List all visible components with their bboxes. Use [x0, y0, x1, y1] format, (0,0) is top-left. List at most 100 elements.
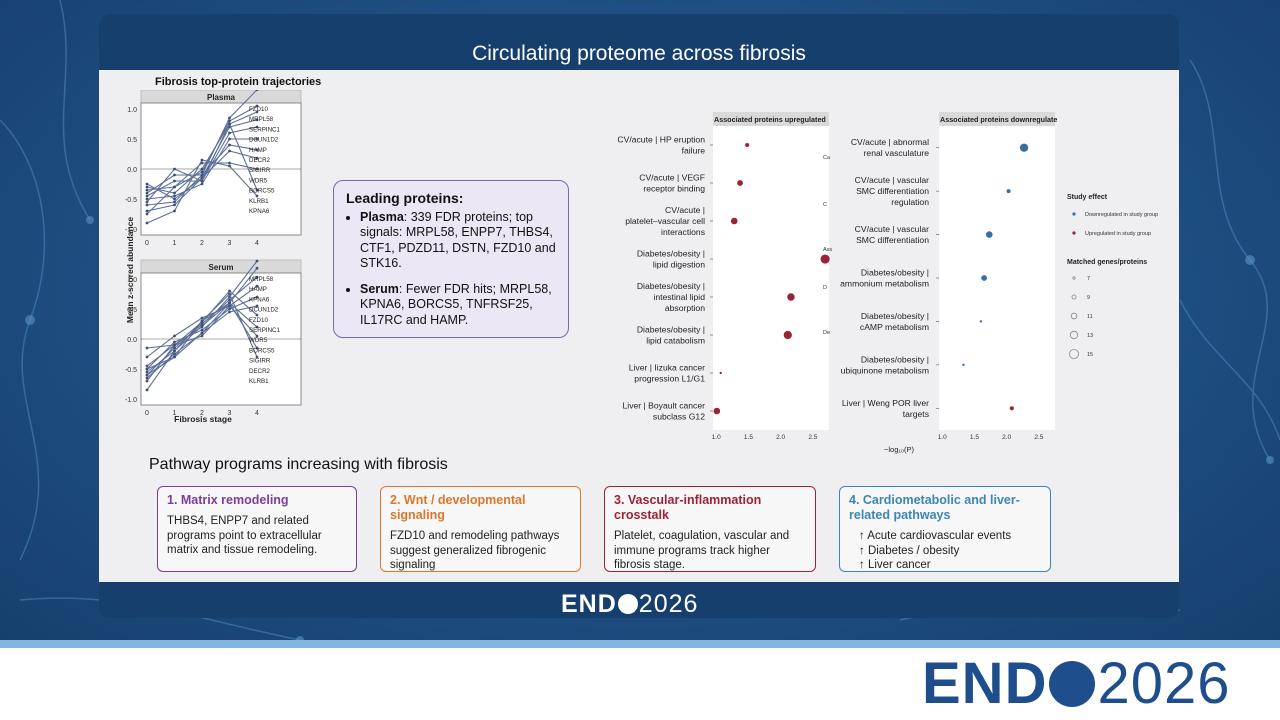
trajectory-point — [145, 221, 149, 225]
trajectory-point — [255, 110, 259, 114]
trajectory-point — [255, 325, 259, 329]
x-tick-label: 2 — [200, 240, 204, 247]
category-label: CV/acute | abnormal — [851, 137, 929, 147]
category-label: Diabetes/obesity | — [637, 281, 705, 291]
x-tick-label: 1.0 — [938, 434, 947, 441]
category-label: Liver | Boyault cancer — [623, 401, 706, 411]
pathway-card-3: 3. Vascular-inflammation crosstalk Plate… — [604, 486, 816, 572]
dot-plot-title: Associated proteins downregulate — [940, 115, 1057, 124]
facet-strip-label: Serum — [209, 263, 234, 272]
trajectory-point — [173, 349, 176, 353]
protein-label: BORCS5 — [249, 347, 275, 354]
trajectory-point — [145, 197, 149, 201]
trajectory-point — [255, 118, 259, 122]
trajectory-point — [228, 164, 231, 168]
trajectory-point — [228, 292, 231, 296]
y-tick-label: 0.5 — [127, 307, 137, 314]
trajectory-point — [145, 200, 149, 204]
data-point — [979, 320, 983, 323]
enrichment-dot-plots: Associated proteins upregulatedCV/acute … — [617, 112, 1158, 454]
protein-label: DCUN1D2 — [249, 137, 279, 144]
data-point — [713, 407, 721, 415]
trajectory-point — [255, 275, 259, 279]
trajectory-point — [173, 334, 176, 338]
trajectory-point — [145, 367, 149, 371]
data-point — [1019, 143, 1029, 152]
trajectory-point — [145, 355, 149, 359]
trajectory-point — [200, 170, 204, 174]
x-tick-label: 2.5 — [1034, 434, 1043, 441]
facet-strip-label: Plasma — [207, 93, 236, 102]
category-label: CV/acute | — [665, 205, 705, 215]
trajectory-point — [255, 346, 259, 350]
protein-label: KPNA6 — [249, 208, 270, 215]
category-label: Diabetes/obesity | — [861, 268, 929, 278]
x-tick-label: 4 — [255, 240, 259, 247]
x-tick-label: 2.0 — [1002, 434, 1011, 441]
x-tick-label: 0 — [145, 410, 149, 417]
trajectory-point — [173, 355, 176, 359]
protein-label: MRPL58 — [249, 116, 274, 123]
x-tick-label: 1 — [173, 410, 177, 417]
x-tick-label: 1.5 — [744, 434, 753, 441]
pathway-card-body: Platelet, coagulation, vascular and immu… — [614, 530, 790, 571]
trajectory-point — [255, 334, 259, 338]
x-tick-label: 4 — [255, 410, 259, 417]
y-tick-label: 1.0 — [127, 107, 137, 114]
trajectory-point — [200, 319, 204, 323]
protein-label: HAMP — [249, 147, 267, 154]
protein-label: HAMP — [249, 286, 267, 293]
x-tick-label: 0 — [145, 240, 149, 247]
trajectory-point — [255, 259, 259, 263]
category-label: interactions — [661, 227, 705, 237]
category-label: ammonium metabolism — [840, 279, 929, 289]
trajectory-point — [255, 355, 259, 359]
category-label: Liver | Iizuka cancer — [629, 363, 705, 373]
trajectory-point — [228, 122, 231, 126]
legend-size-label: 7 — [1087, 276, 1090, 282]
bottom-stripe — [0, 640, 1280, 648]
trajectory-point — [173, 343, 176, 347]
trajectory-point — [173, 197, 176, 201]
pathway-card-4: 4. Cardiometabolic and liver-related pat… — [839, 486, 1051, 572]
trajectory-point — [228, 310, 231, 314]
legend-effect-key — [1072, 231, 1076, 235]
dot-plot-strip — [939, 112, 1055, 126]
category-label: lipid catabolism — [646, 336, 705, 346]
category-label: ubiquinone metabolism — [841, 365, 929, 375]
pathway-card-2: 2. Wnt / developmental signaling FZD10 a… — [380, 486, 581, 572]
plot-area — [713, 126, 829, 430]
legend-effect-key — [1072, 212, 1076, 216]
trajectory-point — [145, 373, 149, 377]
leading-plasma-item: Plasma: 339 FDR proteins; top signals: M… — [360, 210, 558, 272]
trajectory-point — [228, 131, 231, 135]
x-tick-label: 2.5 — [808, 434, 817, 441]
trajectory-point — [228, 143, 231, 147]
legend-size-key — [1072, 276, 1076, 280]
data-point — [962, 363, 965, 367]
category-label: intestinal lipid — [653, 292, 705, 302]
trajectory-point — [228, 137, 231, 141]
trajectory-y-axis-label: Mean z-scored abundance — [125, 217, 135, 324]
trajectory-point — [228, 149, 231, 153]
pathway-card-item: ↑ Liver cancer — [859, 559, 931, 571]
pathway-card-body: THBS4, ENPP7 and related programs point … — [167, 515, 322, 556]
data-point — [1006, 189, 1011, 194]
trajectory-point — [173, 191, 176, 195]
x-axis-label: −log₁₀(P) — [884, 445, 915, 454]
slide-title: Circulating proteome across fibrosis — [472, 42, 806, 65]
leading-serum-item: Serum: Fewer FDR hits; MRPL58, KPNA6, BO… — [360, 282, 558, 329]
dot-plot-title: Associated proteins upregulated — [714, 115, 826, 124]
protein-label: DECR2 — [249, 368, 271, 375]
x-tick-label: 3 — [228, 240, 232, 247]
clipped-annotation: De — [823, 330, 830, 336]
legend-size-key — [1069, 349, 1079, 359]
trajectory-point — [145, 376, 149, 380]
protein-label: KLRB1 — [249, 198, 269, 205]
trajectory-point — [200, 167, 204, 171]
data-point — [719, 371, 722, 375]
clipped-annotation: D — [823, 285, 827, 291]
y-tick-label: 0.0 — [127, 167, 137, 174]
